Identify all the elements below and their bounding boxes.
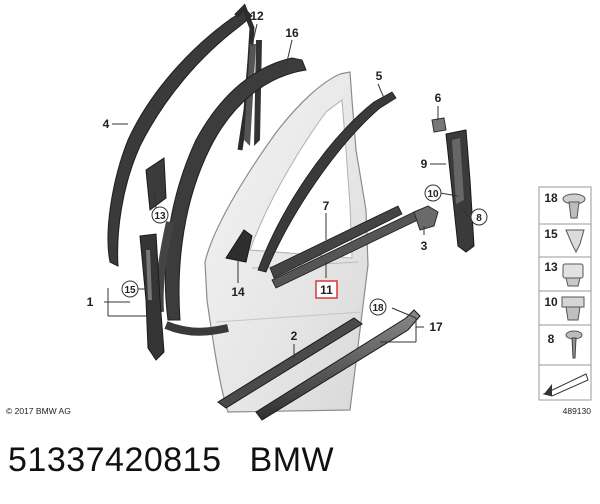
legend-row-18: 18 <box>538 186 592 225</box>
legend-row-8: 8 <box>538 324 592 366</box>
callout-10-circle: 10 <box>424 184 442 202</box>
callout-6: 6 <box>435 91 442 105</box>
copyright: © 2017 BMW AG <box>6 406 71 416</box>
callout-4: 4 <box>103 117 110 131</box>
legend-row-10: 10 <box>538 290 592 326</box>
trim-strip-pillar <box>445 129 475 253</box>
callout-11-box: 11 <box>315 280 338 299</box>
svg-text:18: 18 <box>544 191 558 205</box>
mirror-base-trim <box>225 229 253 263</box>
clip-icon <box>565 229 585 254</box>
callout-17: 17 <box>429 320 443 334</box>
svg-text:8: 8 <box>476 213 482 224</box>
callout-12: 12 <box>250 9 264 23</box>
legend-row-15: 15 <box>538 223 592 258</box>
callout-2: 2 <box>291 329 298 343</box>
screw-icon <box>565 330 583 359</box>
legend-row-13: 13 <box>538 256 592 292</box>
svg-text:15: 15 <box>124 285 136 296</box>
diagram-number: 489130 <box>563 406 592 416</box>
svg-text:8: 8 <box>548 332 555 346</box>
clip-part-6 <box>431 117 447 133</box>
legend-arrow-box <box>538 364 592 401</box>
part-caption: 51337420815 BMW <box>8 441 334 480</box>
fastener-legend: 18 15 13 10 <box>538 186 592 416</box>
svg-text:15: 15 <box>544 227 558 241</box>
callout-9: 9 <box>421 157 428 171</box>
callout-1: 1 <box>87 295 94 309</box>
svg-text:11: 11 <box>320 283 333 297</box>
callout-7: 7 <box>323 199 330 213</box>
part-number: 51337420815 <box>8 441 222 479</box>
door-sill-strips <box>217 309 421 421</box>
svg-text:10: 10 <box>544 295 558 309</box>
callout-18-circle: 18 <box>369 298 387 316</box>
leader-lines <box>104 23 469 358</box>
svg-text:13: 13 <box>154 211 166 222</box>
push-rivet-icon <box>562 193 586 219</box>
b-pillar-trim-left <box>139 233 165 361</box>
window-guide-strip <box>257 91 419 289</box>
callouts: 12 16 4 5 6 9 3 7 14 1 2 17 13 10 8 15 1 <box>87 9 488 343</box>
svg-text:18: 18 <box>372 303 384 314</box>
mirror-triangle-trim <box>145 157 167 211</box>
svg-text:10: 10 <box>427 189 439 200</box>
callout-16: 16 <box>285 26 299 40</box>
callout-8-circle: 8 <box>470 208 488 226</box>
grommet-icon <box>562 263 584 287</box>
brand-name: BMW <box>249 441 335 479</box>
callout-13-circle: 13 <box>151 206 169 224</box>
bracket-part-3 <box>413 205 439 231</box>
callout-15-circle: 15 <box>121 280 139 298</box>
svg-text:13: 13 <box>544 260 558 274</box>
spreading-clip-icon <box>561 296 585 321</box>
arrow-icon <box>542 373 589 397</box>
callout-14: 14 <box>231 285 245 299</box>
callout-5: 5 <box>376 69 383 83</box>
callout-3: 3 <box>421 239 428 253</box>
